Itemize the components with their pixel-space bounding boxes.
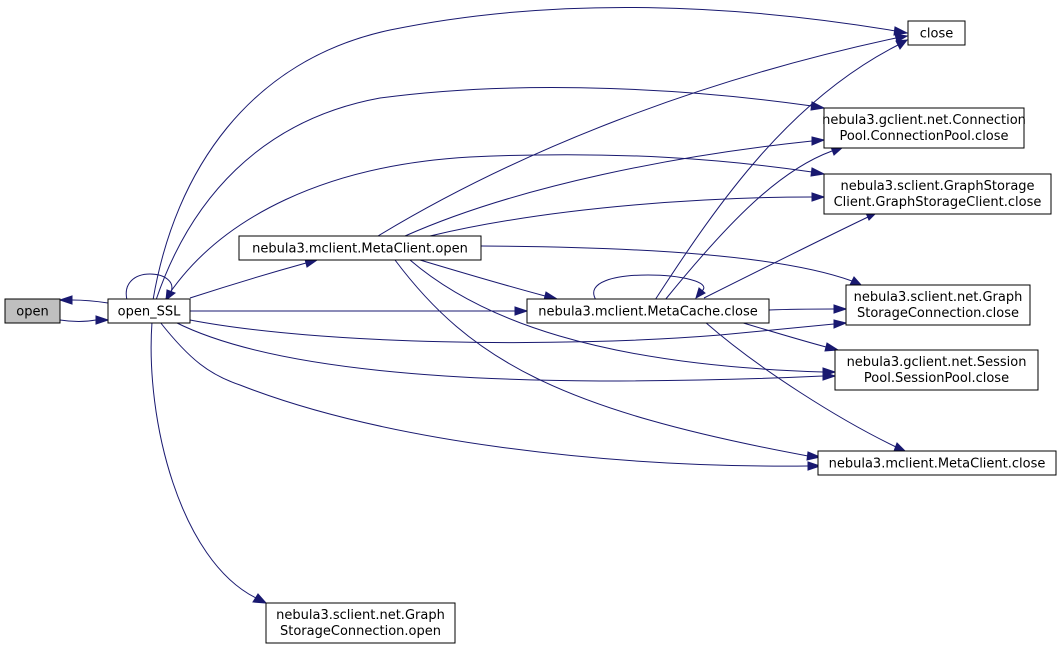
node-connectionpool-close-box [823,107,1025,149]
node-open-box [4,298,61,324]
node-gsconnection-close-label-line2: StorageConnection.close [857,306,1019,321]
node-metacache-close-box [526,298,770,324]
node-gsconnection-open-label-line1: nebula3.sclient.net.Graph [276,608,445,623]
node-close[interactable]: close [907,20,966,46]
edge-open-ssl-to-open [58,295,109,305]
node-gsconnection-open-box [265,602,456,644]
edge-open-ssl-to-close [152,6,909,301]
edge-open-ssl-to-connectionpool-close [155,87,826,301]
node-gsconnection-close-box [845,284,1031,326]
node-metaclient-open-label: nebula3.mclient.MetaClient.open [252,242,468,257]
node-graphstorageclient-close-label-line1: nebula3.sclient.GraphStorage [840,179,1034,194]
edge-open-ssl-to-metaclient-close [159,321,822,471]
edge-metacache-close-to-sessionpool-close [739,321,840,352]
edge-open-ssl-to-metacache-close [190,306,529,316]
edge-metaclient-open-to-sessionpool-close [409,259,837,377]
edge-metacache-close-self-loop [593,274,706,301]
node-graphstorageclient-close-label-line2: Client.GraphStorageClient.close [834,195,1042,210]
edge-metacache-close-to-close [654,39,909,301]
node-gsconnection-open-label-line2: StorageConnection.open [280,624,441,639]
edge-metaclient-open-to-connectionpool-close [404,136,826,237]
node-close-box [907,20,966,46]
edge-open-ssl-to-gsconnection-close [189,319,848,344]
node-open-ssl[interactable]: open_SSL [107,298,191,324]
node-gsconnection-open[interactable]: nebula3.sclient.net.Graph StorageConnect… [265,602,456,644]
node-gsconnection-close-label-line1: nebula3.sclient.net.Graph [854,290,1023,305]
edge-metaclient-open-to-metacache-close [419,259,559,301]
node-graphstorageclient-close-box [823,173,1052,215]
node-sessionpool-close-box [834,349,1039,391]
edge-open-ssl-to-graphstorageclient-close [164,154,826,301]
node-open-ssl-box [107,298,191,324]
edge-open-to-open-ssl [59,315,110,325]
node-sessionpool-close[interactable]: nebula3.gclient.net.Session Pool.Session… [834,349,1039,391]
edge-metaclient-open-to-metaclient-close [394,259,822,461]
node-open-ssl-label: open_SSL [118,305,181,320]
node-open[interactable]: open [4,298,61,324]
node-metacache-close[interactable]: nebula3.mclient.MetaCache.close [526,298,770,324]
node-metaclient-open-box [238,235,482,261]
edge-metaclient-open-to-close [377,33,909,237]
node-metaclient-open[interactable]: nebula3.mclient.MetaClient.open [238,235,482,261]
node-open-label: open [16,305,48,320]
node-graphstorageclient-close[interactable]: nebula3.sclient.GraphStorage Client.Grap… [823,173,1052,215]
edge-open-ssl-to-sessionpool-close [174,321,837,382]
node-connectionpool-close-label-line2: Pool.ConnectionPool.close [839,129,1008,144]
node-sessionpool-close-label-line1: nebula3.gclient.net.Session [847,355,1027,370]
edge-metacache-close-to-gsconnection-close [768,304,848,314]
node-close-label: close [920,27,953,42]
node-gsconnection-close[interactable]: nebula3.sclient.net.Graph StorageConnect… [845,284,1031,326]
node-metaclient-close[interactable]: nebula3.mclient.MetaClient.close [817,450,1057,476]
node-sessionpool-close-label-line2: Pool.SessionPool.close [864,371,1009,386]
edge-metaclient-open-to-graphstorageclient-close [429,192,826,237]
node-metacache-close-label: nebula3.mclient.MetaCache.close [538,305,758,320]
node-connectionpool-close[interactable]: nebula3.gclient.net.Connection Pool.Conn… [822,107,1026,149]
node-connectionpool-close-label-line1: nebula3.gclient.net.Connection [822,113,1026,128]
edge-metaclient-open-to-gsconnection-close [480,245,864,287]
node-metaclient-close-box [817,450,1057,476]
edge-open-ssl-to-gsconnection-open [150,321,268,604]
node-metaclient-close-label: nebula3.mclient.MetaClient.close [829,457,1046,472]
edge-open-ssl-to-metaclient-open [189,258,319,299]
